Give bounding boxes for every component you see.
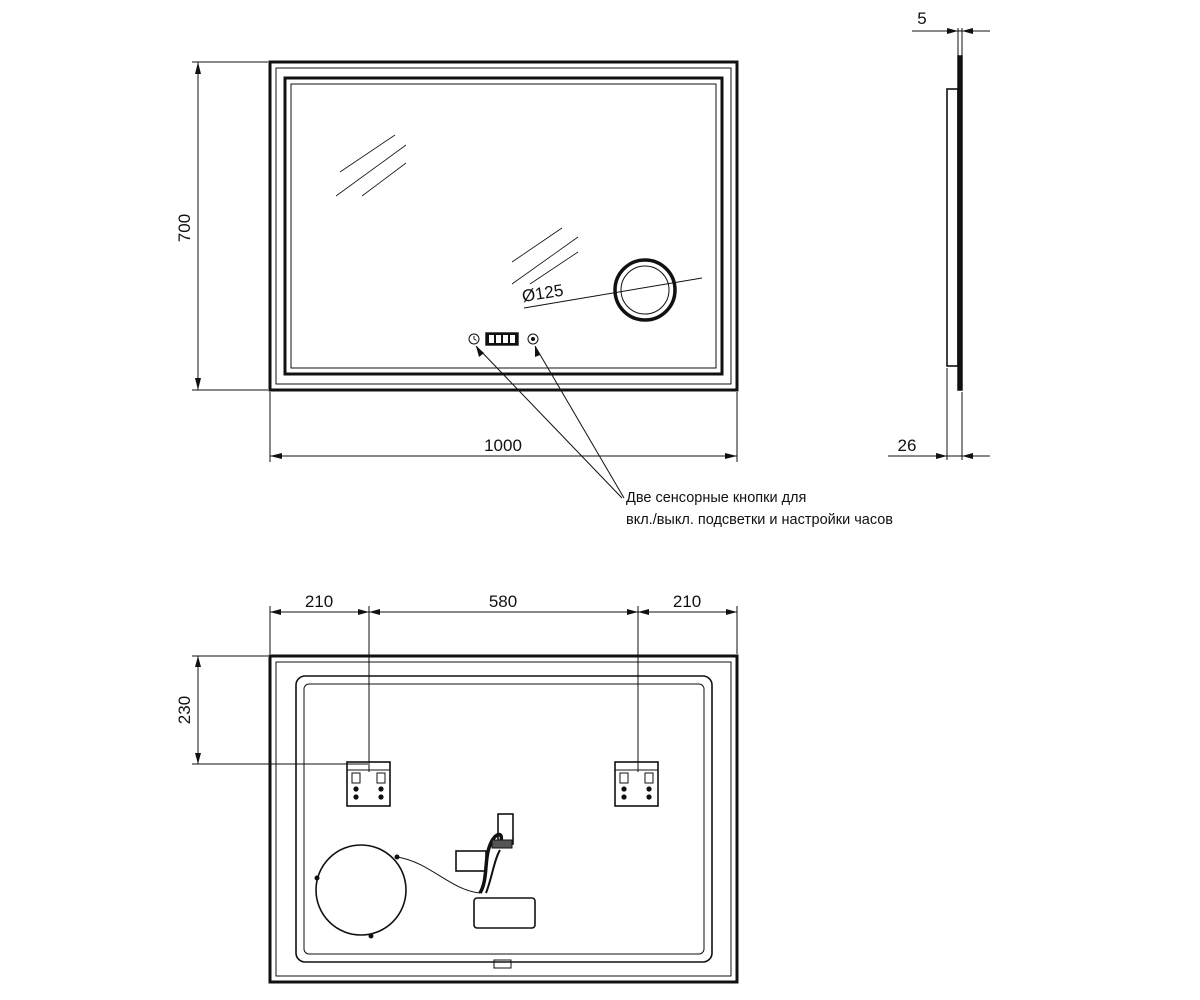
callout-text-line1: Две сенсорные кнопки для xyxy=(626,490,806,506)
arrow-head xyxy=(270,609,281,615)
power-icon[interactable] xyxy=(527,333,539,345)
front-frame-inner-edge xyxy=(275,67,732,385)
callout-text-line2: вкл./выкл. подсветки и настройки часов xyxy=(626,512,893,528)
glass-reflection-upper xyxy=(335,134,407,197)
back-frame-inner-edge xyxy=(275,661,732,977)
glass-reflection-lower xyxy=(511,227,579,285)
arrow-head xyxy=(195,62,201,74)
magnifier-housing xyxy=(314,844,407,939)
arrow-head xyxy=(369,609,380,615)
frame-depth-label: 5 xyxy=(917,9,926,28)
clock-display-icon xyxy=(485,332,519,346)
magnifier-mirror xyxy=(613,258,677,322)
side-backplate xyxy=(946,88,959,367)
power-cable-bundle xyxy=(478,832,503,894)
left-offset-label: 210 xyxy=(305,592,333,611)
right-offset-label: 210 xyxy=(673,592,701,611)
arrow-head xyxy=(195,378,201,390)
arrow-head xyxy=(936,453,947,459)
callout-leader-power xyxy=(534,345,625,499)
arrow-head xyxy=(476,346,484,357)
back-panel-outer xyxy=(295,675,713,963)
back-view: 210 580 210 230 xyxy=(175,592,739,984)
arrow-head xyxy=(725,453,737,459)
center-spacing-label: 580 xyxy=(489,592,517,611)
power-cable xyxy=(396,856,481,894)
arrow-head xyxy=(962,453,973,459)
control-unit-box xyxy=(473,897,536,929)
arrow-head xyxy=(962,28,973,34)
front-led-band xyxy=(283,76,724,376)
power-cable-bundle xyxy=(485,849,501,894)
arrow-head xyxy=(947,28,958,34)
arrow-head xyxy=(358,609,369,615)
arrow-head xyxy=(535,346,540,357)
arrow-head xyxy=(195,753,201,764)
touch-buttons-callout: Две сенсорные кнопки для вкл./выкл. подс… xyxy=(475,345,893,528)
clock-icon[interactable] xyxy=(468,333,480,345)
side-view: 5 26 xyxy=(888,9,990,460)
width-label: 1000 xyxy=(484,436,522,455)
arrow-head xyxy=(627,609,638,615)
callout-leader-clock xyxy=(475,345,623,499)
front-outer-frame xyxy=(268,60,739,392)
arrow-head xyxy=(270,453,282,459)
top-offset-label: 230 xyxy=(175,696,194,724)
led-driver-box xyxy=(455,850,487,872)
connector-plug xyxy=(491,839,513,849)
bottom-switch xyxy=(493,959,512,969)
back-panel-inner xyxy=(303,683,705,955)
front-view: Ø125 1000 700 xyxy=(175,60,739,462)
side-mirror-panel xyxy=(957,55,963,391)
arrow-head xyxy=(195,656,201,667)
total-depth-label: 26 xyxy=(898,436,917,455)
arrow-head xyxy=(726,609,737,615)
back-outer-frame xyxy=(268,654,739,984)
magnifier-diameter-leader xyxy=(523,277,703,309)
front-glass-area xyxy=(290,83,717,369)
height-label: 700 xyxy=(175,214,194,242)
arrow-head xyxy=(638,609,649,615)
hanging-bracket-right xyxy=(614,761,659,807)
